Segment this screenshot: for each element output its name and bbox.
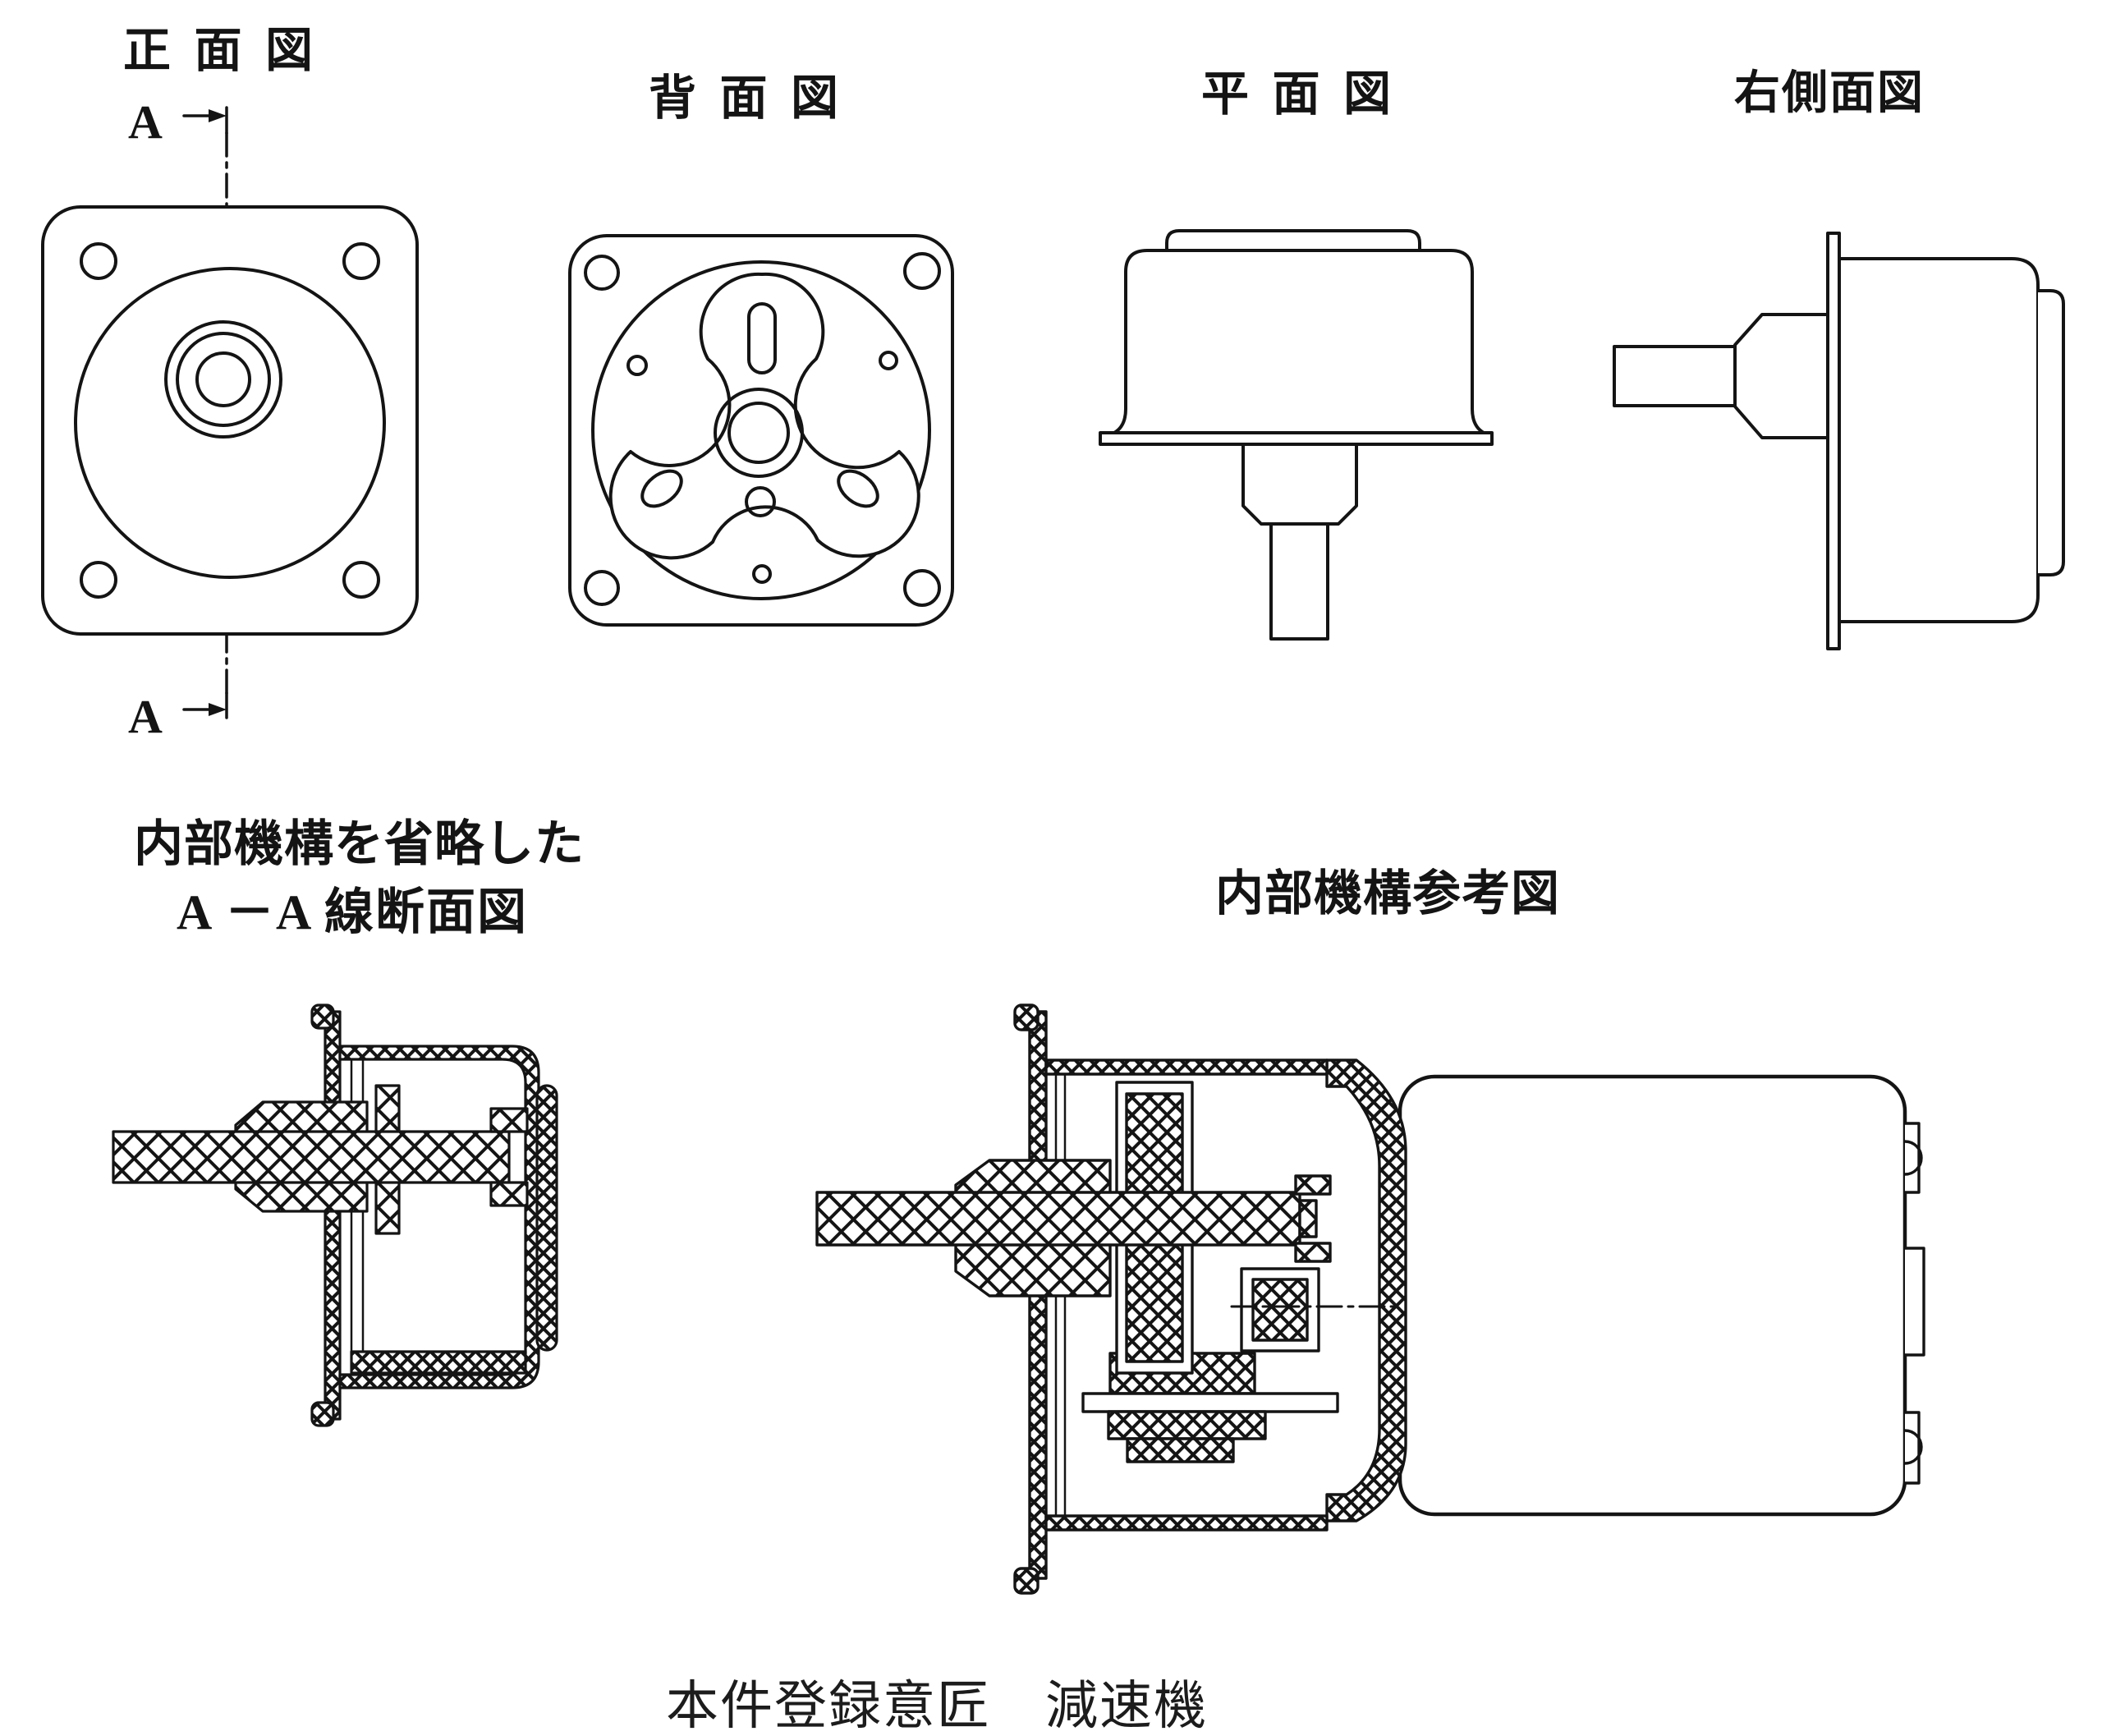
housing-outline-circle	[591, 260, 931, 600]
end-cap-section	[535, 1084, 558, 1352]
trilobe-gear-cover	[608, 272, 920, 560]
shaft-step	[1298, 1199, 1318, 1238]
shaft-boss-outer	[164, 320, 282, 439]
lobe-hole-right	[837, 469, 879, 508]
housing-body	[1838, 257, 2040, 623]
housing-body	[1113, 249, 1485, 434]
rear-view-drawing	[568, 234, 954, 627]
motor-terminals	[1903, 1122, 1925, 1485]
mounting-hole	[903, 569, 941, 607]
center-boss-outer	[714, 388, 804, 478]
front-view-drawing: A A	[41, 95, 419, 743]
gear-housing-bottom-wall	[1044, 1514, 1329, 1532]
output-shaft-section	[112, 1130, 511, 1184]
front-view-label: 正 面 図	[123, 24, 319, 77]
top-tab	[1165, 229, 1421, 252]
housing-outline-circle	[74, 267, 386, 579]
gear-housing-section	[338, 1045, 540, 1389]
motor-pinion	[1251, 1278, 1309, 1342]
right-side-view-label: 右側面図	[1734, 68, 1925, 119]
internal-view-label: 内部機構参考図	[1215, 866, 1561, 921]
mounting-hole	[342, 242, 380, 280]
inner-cover-section	[350, 1350, 527, 1375]
rear-view-label: 背 面 図	[649, 71, 845, 125]
second-axle	[1081, 1392, 1339, 1413]
rear-cover-bump	[2036, 289, 2065, 576]
small-hole	[879, 351, 898, 370]
shaft-hole	[195, 351, 251, 407]
section-line-top	[182, 106, 228, 207]
flange-lip-top	[1013, 1003, 1040, 1031]
motor-bell-section	[1325, 1059, 1407, 1522]
oil-slot	[747, 302, 777, 374]
flange-lip-bottom	[310, 1401, 335, 1427]
section-view-label-line2: A －A 線断面図	[177, 885, 529, 939]
shaft-boss-mid	[176, 332, 271, 427]
section-marker-top: A	[128, 95, 163, 149]
small-hole	[752, 564, 772, 584]
section-line-bottom	[182, 634, 228, 719]
terminal-tab-middle	[1903, 1247, 1925, 1357]
plan-view-drawing	[1099, 229, 1494, 641]
plan-view-label: 平 面 図	[1201, 67, 1398, 121]
gear-housing-top-wall	[1044, 1059, 1329, 1076]
shaft-boss	[1241, 443, 1358, 526]
shaft-boss	[1733, 313, 1829, 439]
right-side-view-drawing	[1613, 232, 2065, 650]
output-shaft	[1613, 345, 1738, 407]
small-hole	[745, 486, 776, 517]
lobe-hole-left	[640, 469, 683, 508]
flange-lip-top	[310, 1003, 335, 1030]
flange-edge	[1099, 431, 1494, 446]
terminal-contact-bottom	[1903, 1429, 1923, 1465]
bearing-block	[489, 1181, 529, 1207]
center-shaft-hole	[727, 402, 790, 464]
bearing-block	[489, 1107, 529, 1133]
intermediate-gear-lower	[1107, 1410, 1267, 1440]
registered-design-caption: 本件登録意匠 減速機	[666, 1676, 1208, 1735]
output-shaft	[1269, 522, 1329, 641]
mounting-hole	[342, 561, 380, 599]
small-hole	[626, 355, 648, 376]
mounting-hole	[80, 561, 117, 599]
section-view-label-line1: 内部機構を省略した	[134, 817, 585, 871]
flange-lip-bottom	[1013, 1567, 1040, 1595]
section-aa-drawing	[112, 1003, 558, 1427]
terminal-bump-top	[1903, 1122, 1921, 1194]
section-marker-bottom: A	[128, 690, 163, 743]
mounting-hole	[80, 242, 117, 280]
output-shaft-section	[815, 1191, 1301, 1247]
motor-body	[1398, 1074, 1907, 1517]
bearing-block	[1294, 1242, 1332, 1263]
bearing-block	[1294, 1174, 1332, 1196]
flange-edge	[1826, 232, 1841, 650]
terminal-bump-bottom	[1903, 1411, 1921, 1485]
flange-section	[324, 1010, 342, 1421]
front-flange-plate	[41, 205, 419, 636]
terminal-contact-top	[1903, 1140, 1923, 1176]
mounting-hole	[584, 255, 620, 291]
mounting-hole	[584, 570, 620, 606]
intermediate-gear-lower-2	[1126, 1437, 1235, 1463]
mounting-hole	[903, 252, 941, 290]
internal-mechanism-drawing	[815, 1003, 1925, 1595]
